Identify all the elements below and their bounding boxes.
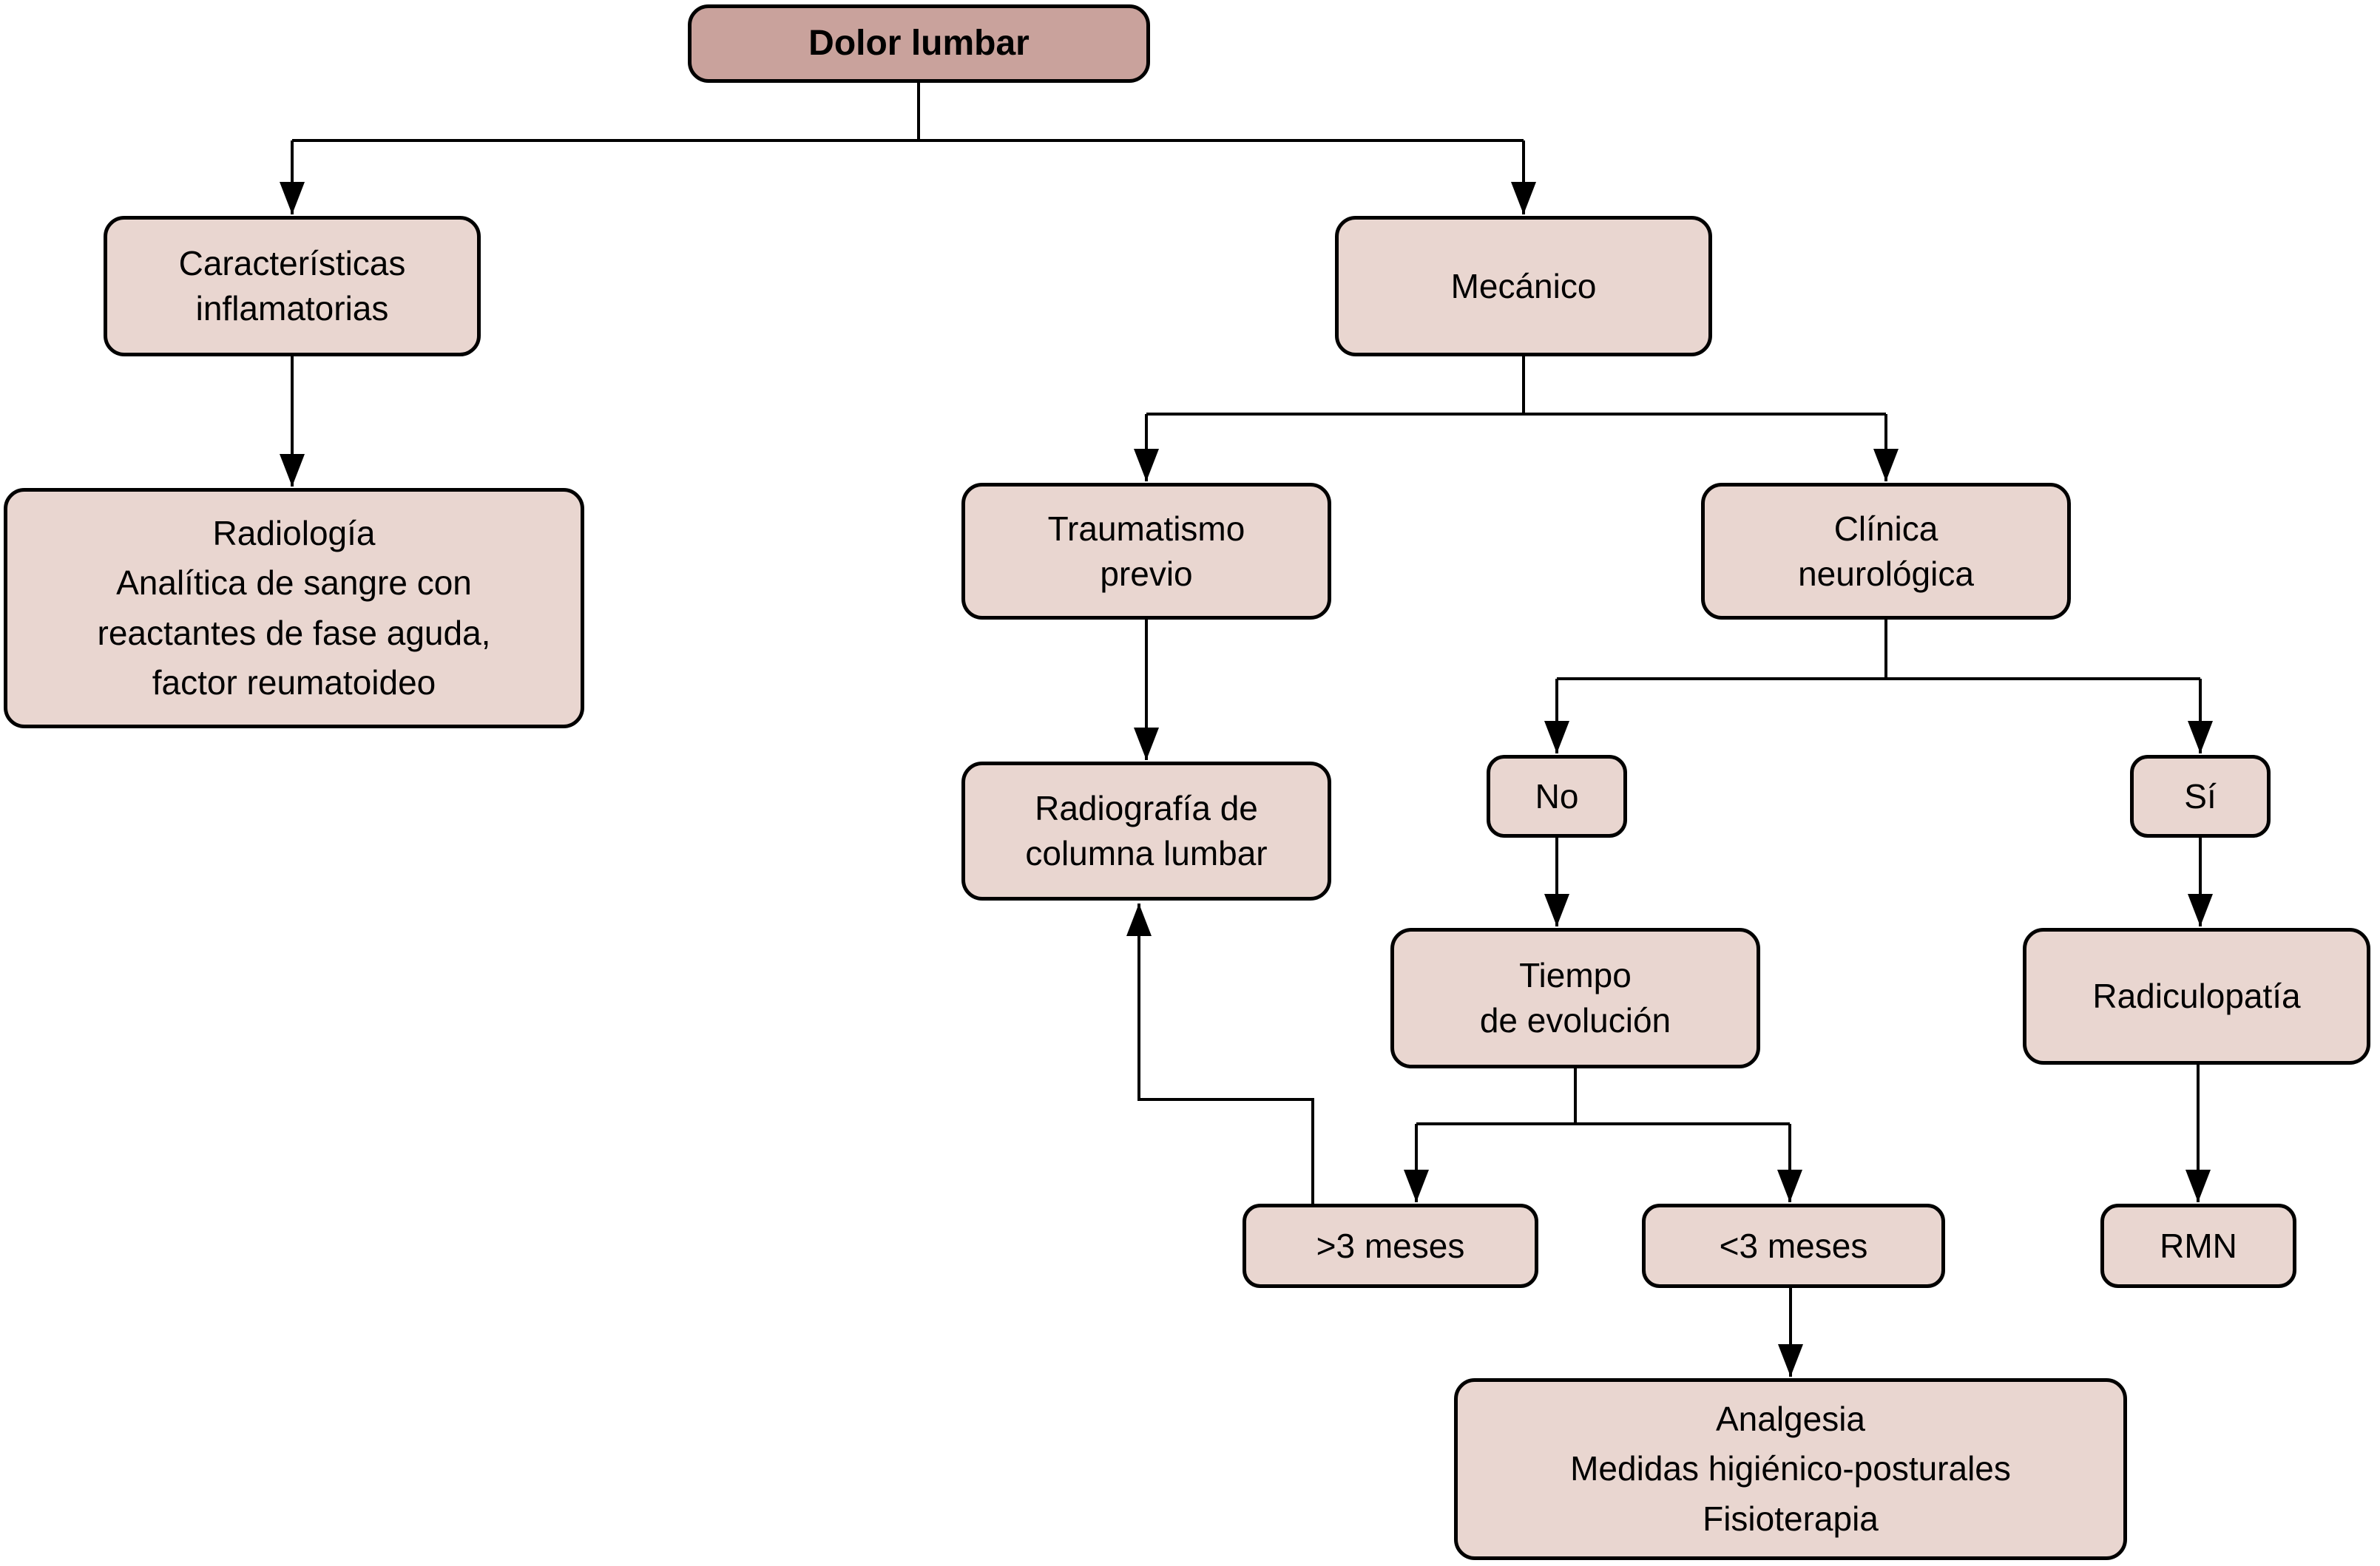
- node-label: inflamatorias: [195, 289, 389, 328]
- node-label: neurológica: [1798, 554, 1974, 593]
- node-radiculopatia: Radiculopatía: [2023, 928, 2370, 1065]
- node-label: Fisioterapia: [1703, 1499, 1879, 1538]
- node-label: RMN: [2160, 1226, 2237, 1265]
- node-no: No: [1487, 755, 1627, 838]
- node-label: columna lumbar: [1025, 834, 1268, 872]
- node-label: Tiempo: [1519, 956, 1632, 995]
- node-label: Mecánico: [1450, 266, 1597, 305]
- node-label: factor reumatoideo: [152, 662, 436, 702]
- node-label: previo: [1100, 554, 1193, 593]
- node-label: Dolor lumbar: [808, 24, 1030, 64]
- node-menos-3-meses: <3 meses: [1642, 1204, 1945, 1288]
- node-label: Medidas higiénico-posturales: [1570, 1449, 2011, 1488]
- node-label: Radiculopatía: [2092, 977, 2301, 1016]
- node-label: reactantes de fase aguda,: [97, 613, 491, 652]
- node-mecanico: Mecánico: [1335, 216, 1712, 356]
- node-caracteristicas-inflamatorias: Características inflamatorias: [104, 216, 481, 356]
- node-dolor-lumbar: Dolor lumbar: [688, 4, 1150, 83]
- node-label: Analítica de sangre con: [116, 563, 472, 603]
- node-si: Sí: [2130, 755, 2271, 838]
- node-radiografia-columna-lumbar: Radiografía de columna lumbar: [961, 762, 1331, 901]
- node-label: Analgesia: [1715, 1400, 1866, 1439]
- node-label: >3 meses: [1316, 1226, 1465, 1265]
- node-rmn: RMN: [2100, 1204, 2296, 1288]
- node-label: <3 meses: [1719, 1226, 1868, 1265]
- node-label: Radiología: [212, 514, 376, 553]
- node-label: Sí: [2184, 776, 2217, 816]
- node-radiologia-analitica: Radiología Analítica de sangre con react…: [4, 488, 584, 728]
- node-label: Clínica: [1833, 509, 1938, 548]
- node-label: Traumatismo: [1047, 509, 1245, 548]
- node-label: Radiografía de: [1035, 789, 1258, 828]
- node-analgesia-tratamiento: Analgesia Medidas higiénico-posturales F…: [1454, 1378, 2127, 1560]
- node-traumatismo-previo: Traumatismo previo: [961, 483, 1331, 620]
- node-label: Características: [178, 244, 406, 283]
- node-tiempo-de-evolucion: Tiempo de evolución: [1390, 928, 1760, 1068]
- node-label: de evolución: [1479, 1001, 1671, 1040]
- node-label: No: [1535, 776, 1579, 816]
- node-clinica-neurologica: Clínica neurológica: [1701, 483, 2071, 620]
- node-mas-3-meses: >3 meses: [1243, 1204, 1538, 1288]
